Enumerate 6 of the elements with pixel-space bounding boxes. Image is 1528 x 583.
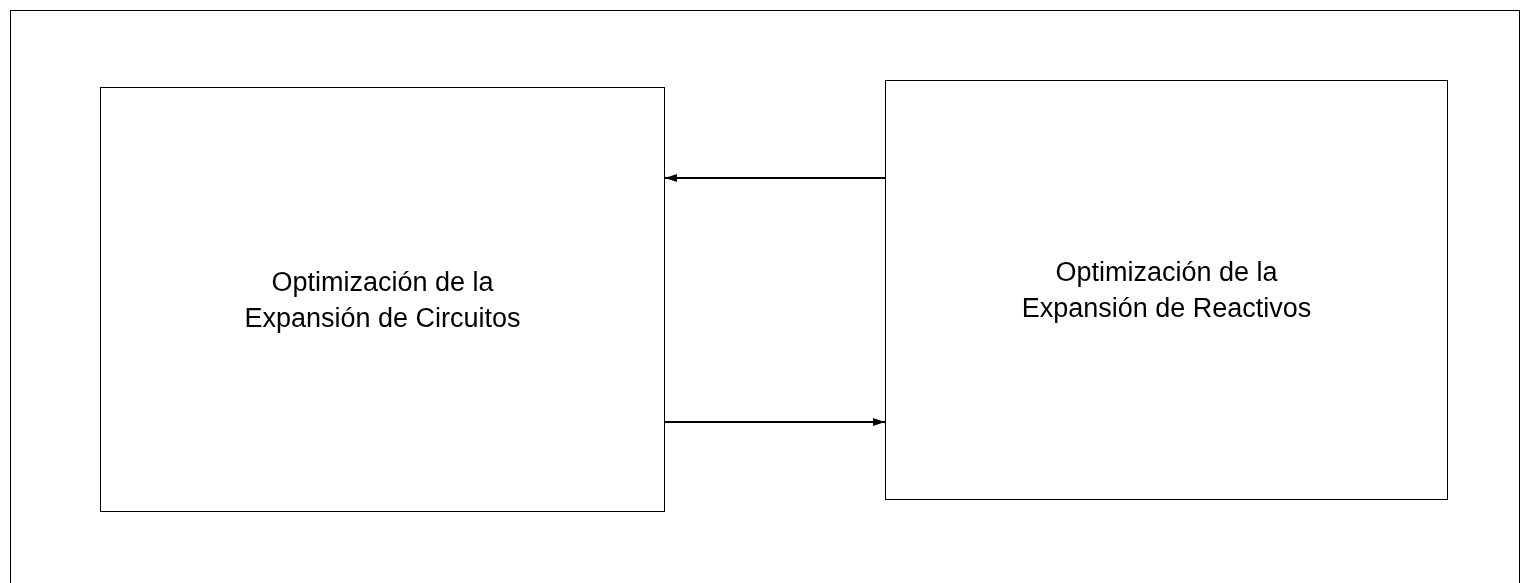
arrow bbox=[664, 418, 886, 426]
process-box bbox=[885, 80, 1448, 500]
arrow bbox=[664, 174, 886, 182]
process-box bbox=[100, 87, 665, 512]
box-label: Optimización de la Expansión de Circuitos bbox=[243, 265, 522, 335]
box-label: Optimización de la Expansión de Reactivos bbox=[1020, 256, 1313, 325]
